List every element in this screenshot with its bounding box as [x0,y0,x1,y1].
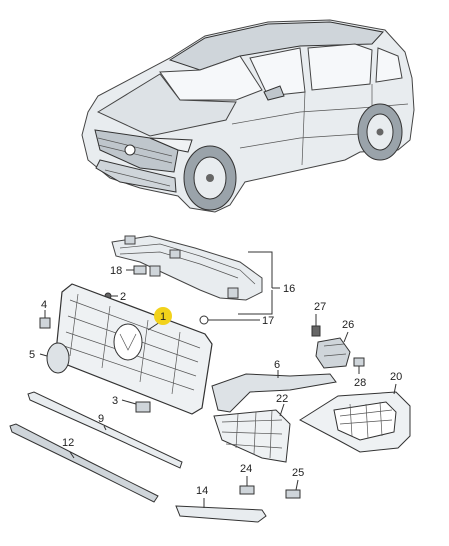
part-3-label: 3 [112,395,118,407]
part-17-ring [199,315,260,325]
part-9-trim-strip [27,391,183,469]
part-4-clip [39,310,51,329]
part-1-highlight [154,307,172,325]
part-22-lower-grille-left [213,403,291,463]
part-12-lower-strip [9,423,159,503]
part-24-label: 24 [240,463,252,475]
part-14-label: 14 [196,485,208,497]
part-22-label: 22 [276,393,288,405]
part-1-radiator-grille [55,283,213,415]
part-12-label: 12 [62,437,74,449]
part-20-lower-grille-right [299,383,411,453]
part-28-clip [353,357,365,374]
part-26-bracket [315,331,351,369]
part-6-chrome-trim [211,370,337,413]
part-25-clip [285,479,301,499]
part-25-label: 25 [292,467,304,479]
part-2-label: 2 [120,291,126,303]
part-labels: 1 2 3 4 5 6 9 12 14 16 17 18 20 22 24 25… [29,265,402,497]
part-16-label: 16 [283,283,295,295]
part-9-label: 9 [98,413,104,425]
part-20-label: 20 [390,371,402,383]
part-5-label: 5 [29,349,35,361]
part-4-label: 4 [41,299,47,311]
part-6-label: 6 [274,359,280,371]
part-27-screw [311,314,321,337]
part-26-label: 26 [342,319,354,331]
part-5-emblem [39,342,70,374]
part-24-clip [239,476,255,495]
part-14-bottom-trim [175,498,267,523]
part-18-clip [126,265,147,275]
part-18-label: 18 [110,265,122,277]
part-1-label: 1 [160,311,166,323]
part-17-label: 17 [262,315,274,327]
part-27-label: 27 [314,301,326,313]
vehicle-illustration [81,19,415,213]
part-28-label: 28 [354,377,366,389]
part-3-bracket [121,399,151,413]
part-16-carrier-bracket [111,235,280,315]
